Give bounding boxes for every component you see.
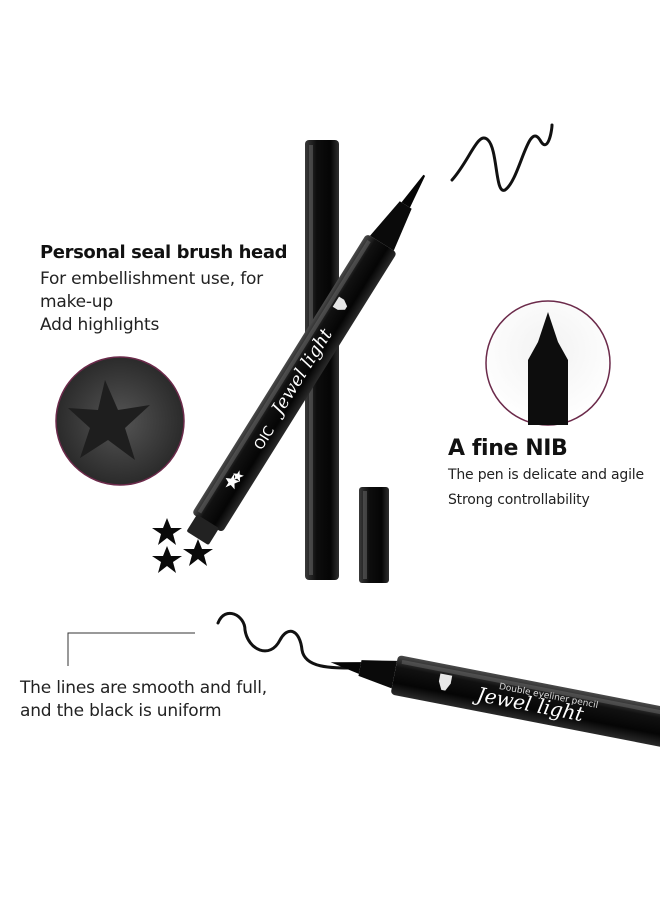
pen-cap bbox=[359, 487, 389, 583]
fine-nib-closeup bbox=[485, 300, 611, 426]
star-stamps bbox=[152, 518, 213, 573]
ink-squiggle-top bbox=[450, 123, 554, 192]
leader-line bbox=[67, 632, 195, 666]
lines-description-line-2: and the black is uniform bbox=[20, 701, 222, 721]
seal-description-line-3: Add highlights bbox=[40, 315, 160, 335]
seal-description-line-2: make-up bbox=[40, 292, 113, 312]
nib-description-line-1: The pen is delicate and agile bbox=[448, 467, 644, 483]
seal-brush-closeup bbox=[55, 356, 185, 486]
bottom-pen: Jewel light Double eyeliner pencil bbox=[330, 655, 660, 751]
diagonal-pen: Jewel light OIC bbox=[187, 174, 426, 545]
nib-heading: A fine NIB bbox=[448, 436, 568, 461]
nib-description-line-2: Strong controllability bbox=[448, 492, 590, 508]
seal-heading: Personal seal brush head bbox=[40, 242, 288, 263]
seal-description-line-1: For embellishment use, for bbox=[40, 269, 263, 289]
lines-description-line-1: The lines are smooth and full, bbox=[20, 678, 267, 698]
ink-squiggle-bottom bbox=[216, 611, 357, 670]
